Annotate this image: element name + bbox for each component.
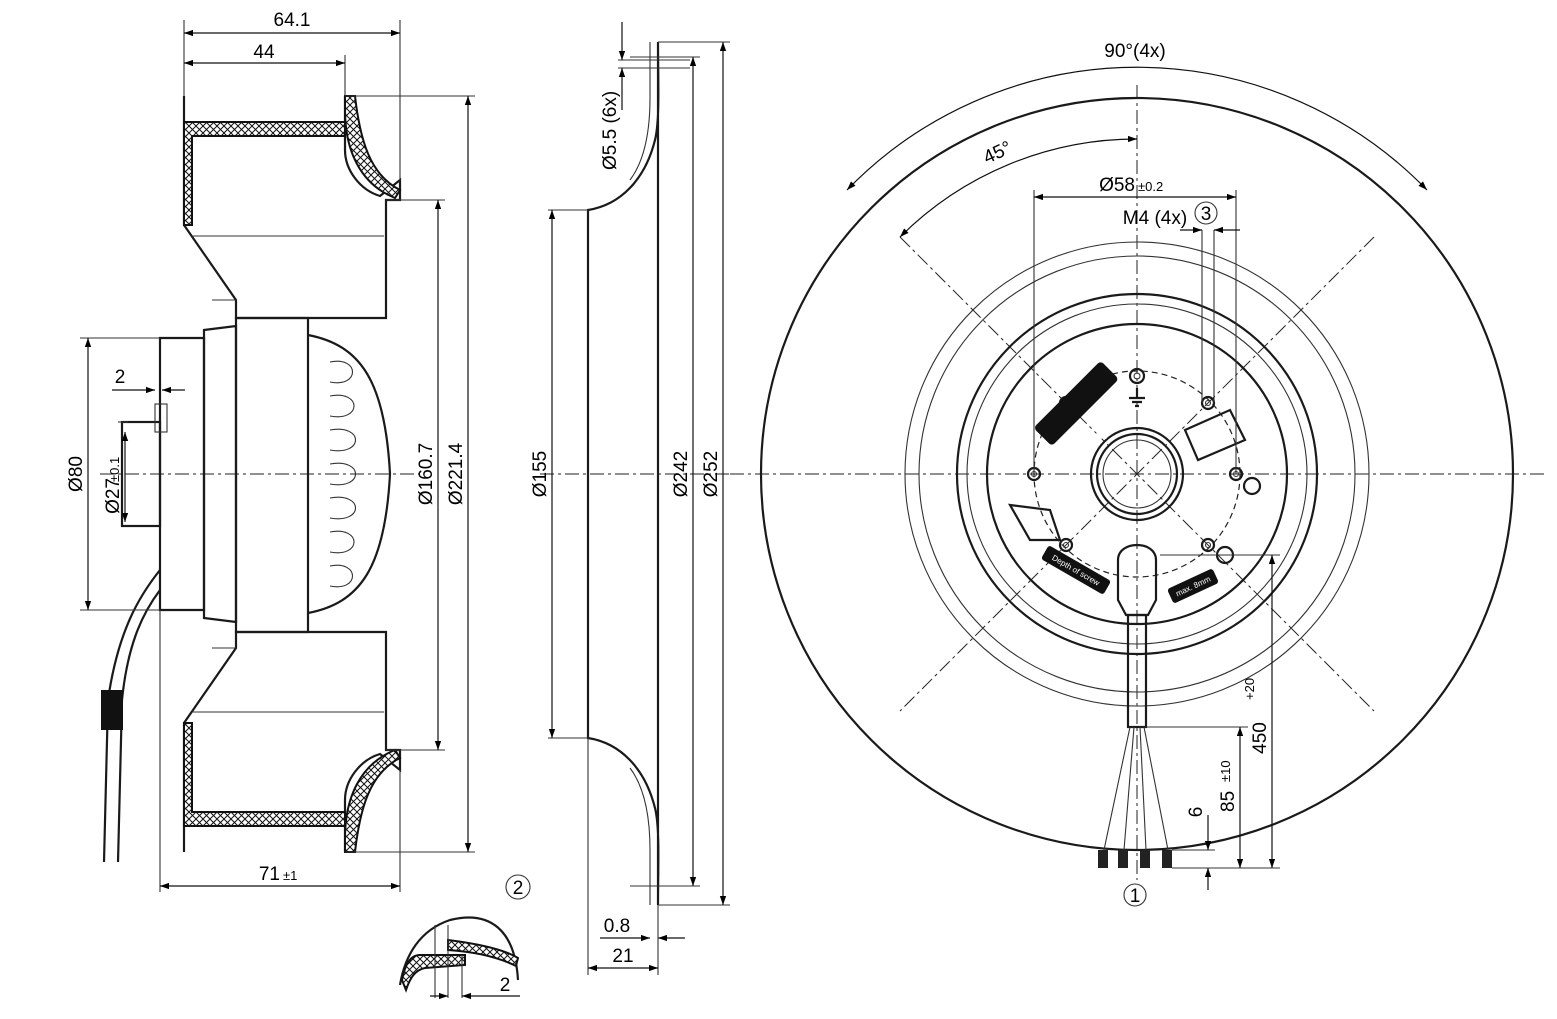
dim-total-depth-tol: ±1 — [283, 868, 297, 883]
dim-arc-45 — [899, 135, 1138, 238]
dim-width-inner: 44 — [253, 42, 275, 63]
cable-callout-circle — [1123, 883, 1147, 907]
thread-callout-circle — [1194, 201, 1218, 225]
cable-sheath — [1126, 613, 1148, 729]
cover-disc-top — [183, 121, 346, 226]
dim-hole: Ø5.5 (6x) — [600, 91, 621, 170]
dim-pcd-tol: ±0.2 — [1138, 179, 1163, 194]
detail-hatch — [400, 954, 466, 993]
dim-shaft-diameter: Ø27 — [103, 478, 124, 514]
label-plate-right: max. 8mm — [1167, 569, 1219, 603]
dim-ring-thickness: 0.8 — [604, 916, 630, 937]
dim-arc-90 — [846, 66, 1428, 191]
dim-cable-length: 450 — [1250, 722, 1271, 754]
dim-outer-diameter: Ø252 — [701, 451, 722, 497]
dim-angle-total: 90°(4x) — [1104, 41, 1165, 62]
dim-rotor-diameter: Ø160.7 — [416, 443, 437, 505]
rotor-disc — [955, 292, 1319, 656]
dim-impeller-diameter: Ø221.4 — [446, 442, 467, 505]
front-view: ebmpapst Depth of screw max. 8mm 90°(4x)… — [730, 41, 1545, 907]
dim-pcd: Ø58 — [1099, 175, 1135, 196]
ring-profile — [586, 41, 660, 906]
cable-sleeve — [101, 690, 123, 730]
detail-callout-circle — [505, 874, 531, 900]
brand-logo: ebmpapst — [1035, 362, 1134, 462]
side-view: 64.1 44 Ø221.4 Ø160.7 Ø80 Ø27 ±0.1 2 — [66, 10, 475, 892]
dim-strip-length: 85 — [1218, 791, 1239, 812]
dim-cable-length-tol: +20 — [1242, 678, 1257, 700]
ring-inner-lip — [629, 42, 651, 905]
dim-ring-depth: 21 — [612, 946, 633, 967]
cable-wires — [1103, 726, 1169, 851]
cover-disc-bottom — [183, 722, 346, 827]
detail-callout: 2 — [513, 878, 524, 899]
dim-width-outer: 64.1 — [274, 10, 311, 31]
hub-outer — [1089, 426, 1185, 522]
wire-ferrules — [1098, 850, 1172, 868]
rotor-face — [985, 322, 1289, 626]
outer-ring — [759, 96, 1515, 852]
cover-disc-curve-top — [344, 95, 402, 200]
ring-view: Ø252 Ø242 Ø155 Ø5.5 (6x) 0.8 21 — [530, 22, 740, 975]
dim-inlet-diameter: Ø155 — [530, 451, 551, 497]
detail-view: 2 2 — [398, 874, 531, 1000]
shaft-key — [154, 403, 168, 433]
dim-bolt-circle: Ø242 — [671, 451, 692, 497]
cover-disc-curve-bottom — [344, 748, 402, 853]
cooling-fins — [307, 333, 392, 615]
svg-text:Depth of screw: Depth of screw — [1050, 553, 1101, 588]
dim-hub-diameter: Ø80 — [66, 456, 87, 492]
cable-outer — [102, 569, 161, 863]
ground-icon — [1129, 388, 1145, 408]
blade-lines — [192, 235, 384, 713]
label-plate-left: Depth of screw — [1041, 546, 1111, 594]
detail-hatch-2 — [447, 938, 520, 968]
cable-callout: 1 — [1130, 886, 1141, 907]
dim-ferrule: 6 — [1186, 807, 1207, 818]
dim-shaft-offset: 2 — [115, 367, 126, 388]
dim-strip-length-tol: ±10 — [1218, 760, 1233, 782]
thread-callout: 3 — [1201, 204, 1212, 225]
detail-outline — [398, 916, 520, 986]
radial-slots — [1007, 408, 1247, 542]
dim-thread: M4 (4x) — [1123, 208, 1187, 229]
dim-shaft-diameter-tol: ±0.1 — [107, 457, 122, 482]
detail-dim-thickness: 2 — [500, 975, 511, 996]
rotor-housing — [234, 316, 310, 634]
dim-total-depth: 71 — [259, 864, 280, 885]
